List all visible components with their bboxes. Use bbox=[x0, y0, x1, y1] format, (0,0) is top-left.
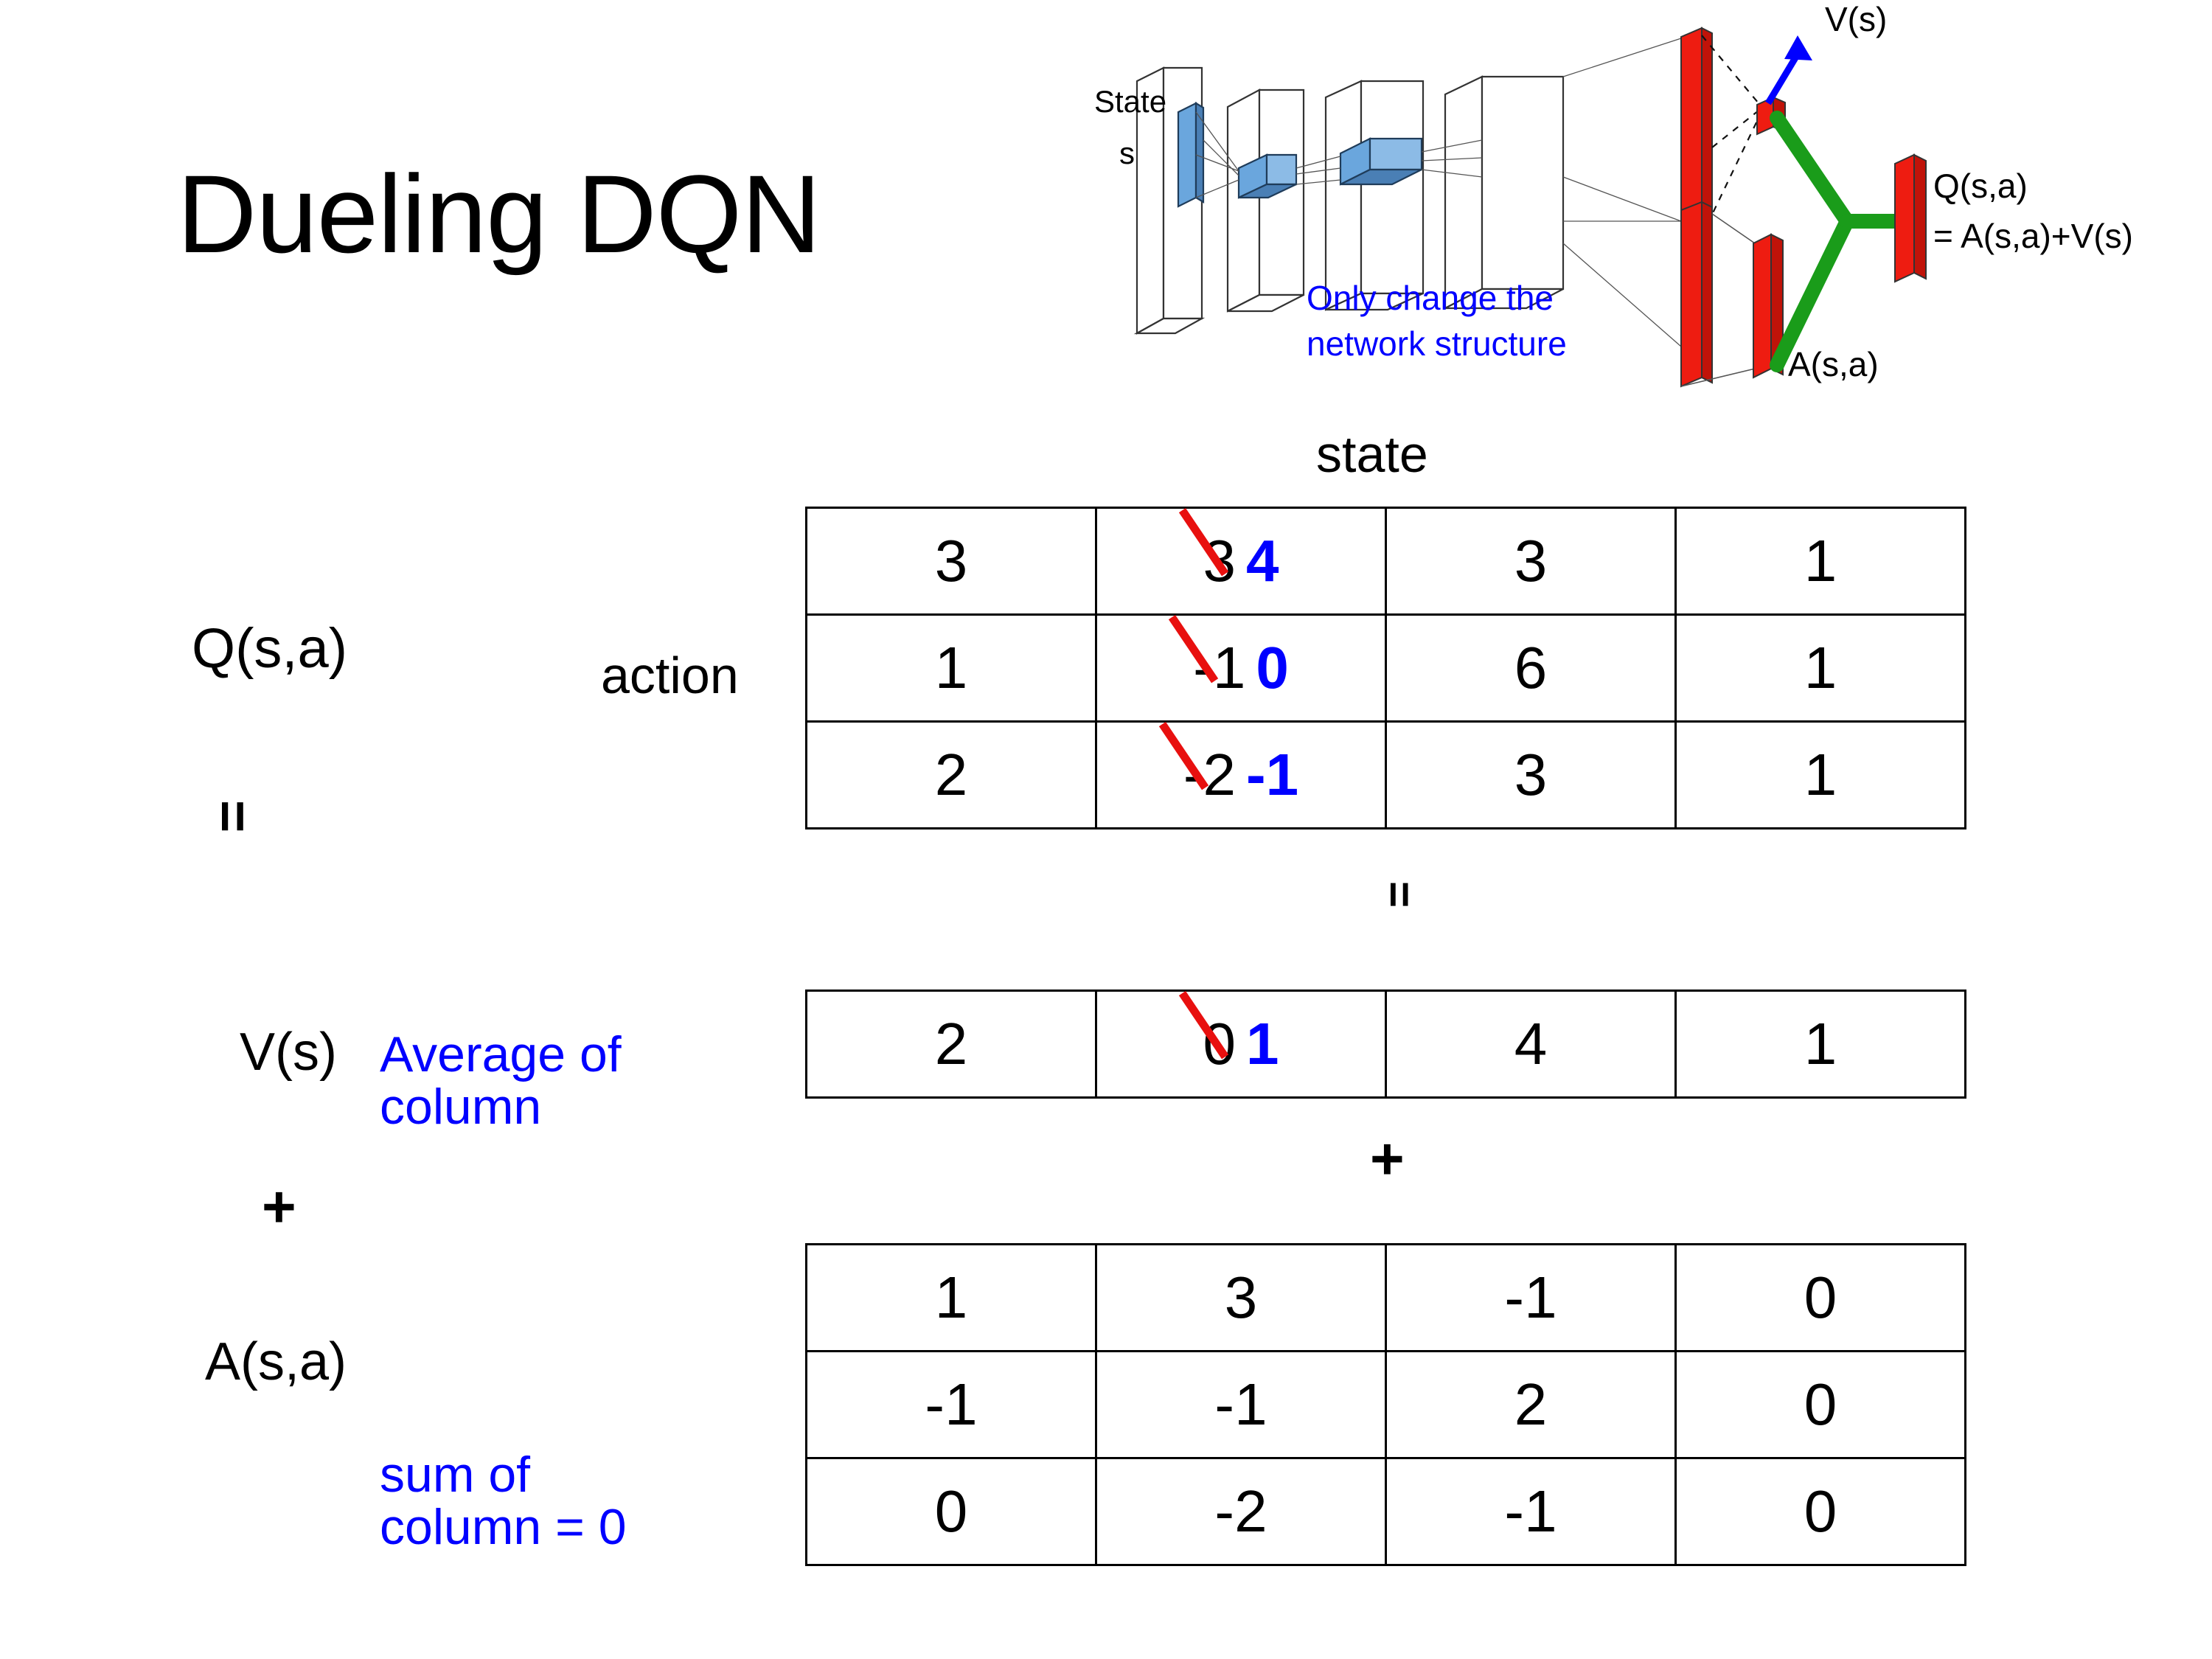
corrected-value: -1 bbox=[1246, 742, 1299, 807]
table-cell: 3 bbox=[805, 507, 1097, 616]
page-title: Dueling DQN bbox=[177, 152, 821, 276]
table-cell: 1 bbox=[1674, 507, 1966, 616]
table-cell: 0 bbox=[805, 1457, 1097, 1566]
table-cell: 0 bbox=[1674, 1350, 1966, 1459]
table-cell: 2 bbox=[1385, 1350, 1677, 1459]
table-cell: 1 bbox=[1674, 720, 1966, 830]
diagram-state-label-line1: State bbox=[1094, 84, 1166, 119]
table-cell: -1 bbox=[805, 1350, 1097, 1459]
corrected-value: 1 bbox=[1246, 1011, 1279, 1077]
equals-sign-top: = bbox=[201, 800, 264, 833]
table-cell: 3 bbox=[1385, 507, 1677, 616]
table-cell: 1 bbox=[1674, 990, 1966, 1099]
struck-original-value: 3 bbox=[1203, 528, 1237, 594]
diagram-a-output-label: A(s,a) bbox=[1788, 345, 1879, 383]
table-cell: 3 bbox=[1385, 720, 1677, 830]
table-cell: 2 bbox=[805, 990, 1097, 1099]
table-cell: 0 bbox=[1674, 1457, 1966, 1566]
table-cell: 2 bbox=[805, 720, 1097, 830]
table-cell: -1 bbox=[1385, 1457, 1677, 1566]
diagram-note-line2: network structure bbox=[1307, 324, 1567, 363]
plus-sign-middle: + bbox=[1370, 1126, 1405, 1192]
diagram-q-output-label-line2: = A(s,a)+V(s) bbox=[1933, 217, 2133, 255]
diagram-state-label-line2: s bbox=[1119, 136, 1135, 170]
average-of-column-note: Average of column bbox=[380, 1026, 622, 1135]
equals-sign-middle: = bbox=[1374, 881, 1425, 908]
diagram-q-output-label-line1: Q(s,a) bbox=[1933, 167, 2028, 205]
table-cell: 0 bbox=[1674, 1243, 1966, 1352]
table-cell: 1 bbox=[805, 613, 1097, 723]
v-function-label: V(s) bbox=[240, 1023, 337, 1082]
average-note-line1: Average of bbox=[380, 1026, 622, 1082]
plus-sign-left: + bbox=[262, 1174, 296, 1239]
table-cell: 3 bbox=[1095, 1243, 1387, 1352]
table-cell: -2 bbox=[1095, 1457, 1387, 1566]
struck-original-value: -2 bbox=[1183, 742, 1236, 807]
table-cell: -1 bbox=[1385, 1243, 1677, 1352]
action-axis-label: action bbox=[601, 647, 739, 704]
sum-note-line2: column = 0 bbox=[380, 1499, 627, 1556]
state-axis-label: state bbox=[1316, 425, 1428, 483]
table-cell: -1 bbox=[1095, 1350, 1387, 1459]
q-function-label: Q(s,a) bbox=[192, 617, 348, 680]
corrected-value: 4 bbox=[1246, 528, 1279, 594]
struck-original-value: 0 bbox=[1203, 1011, 1237, 1077]
average-note-line2: column bbox=[380, 1079, 542, 1135]
table-cell: 1 bbox=[805, 1243, 1097, 1352]
table-cell: 6 bbox=[1385, 613, 1677, 723]
table-cell-edited: -2-1 bbox=[1095, 720, 1387, 830]
a-function-label: A(s,a) bbox=[205, 1332, 347, 1391]
corrected-value: 0 bbox=[1256, 635, 1289, 700]
table-cell: 4 bbox=[1385, 990, 1677, 1099]
struck-original-value: -1 bbox=[1193, 635, 1246, 700]
dueling-network-diagram: State s Only change the network structur… bbox=[1091, 0, 2212, 420]
table-cell: 1 bbox=[1674, 613, 1966, 723]
diagram-note-line1: Only change the bbox=[1307, 279, 1554, 317]
sum-note-line1: sum of bbox=[380, 1447, 531, 1503]
sum-of-column-note: sum of column = 0 bbox=[380, 1447, 627, 1556]
diagram-v-output-label: V(s) bbox=[1825, 0, 1887, 38]
